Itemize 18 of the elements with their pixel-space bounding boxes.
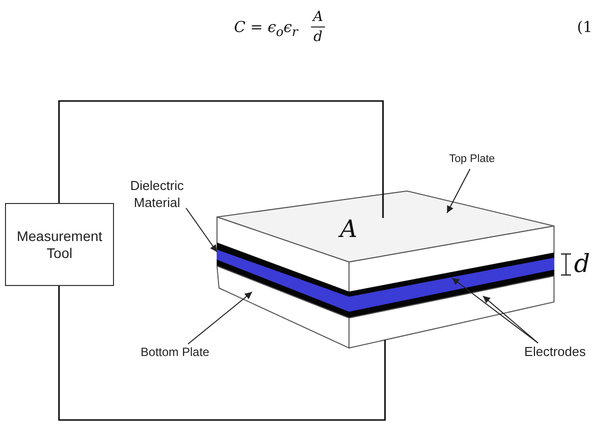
leader-arrow — [452, 278, 538, 344]
leader-arrow — [482, 296, 538, 344]
callout-label: Top Plate — [441, 152, 503, 167]
wire — [58, 286, 386, 421]
callout-label: Electrodes — [519, 344, 591, 360]
fraction-numerator: A — [311, 9, 324, 25]
callout-label: Bottom Plate — [137, 344, 213, 360]
dimension-label: d — [574, 251, 590, 277]
fraction-denominator: d — [312, 29, 324, 45]
measurement-box: Measurement Tool — [5, 203, 114, 286]
leader-arrow — [446, 168, 470, 214]
equation: C = ϵ$_{o}$ϵ$_{r}$ — [234, 18, 298, 41]
wire — [58, 100, 384, 218]
callout-label: Dielectric Material — [125, 177, 189, 211]
equation-number: (1 — [577, 18, 592, 36]
leader-arrow — [186, 208, 218, 252]
area-label: A — [340, 217, 358, 241]
leader-arrow — [188, 292, 252, 344]
